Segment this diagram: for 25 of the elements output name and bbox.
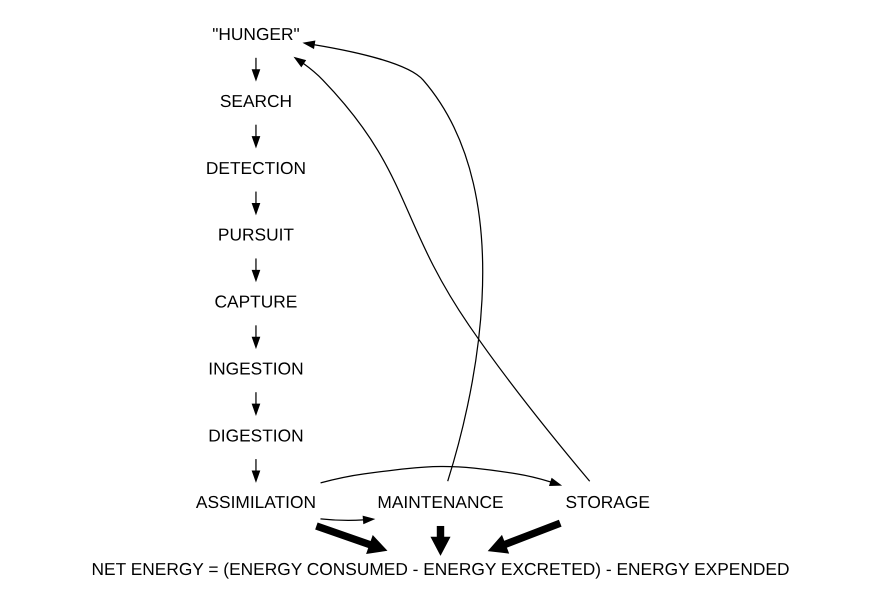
arrow xyxy=(314,522,387,554)
arrow xyxy=(251,459,260,483)
arrow xyxy=(320,466,562,486)
arrow xyxy=(302,40,483,482)
arrow xyxy=(251,192,260,216)
arrow xyxy=(251,124,260,149)
arrow xyxy=(487,520,562,554)
arrow xyxy=(293,56,590,482)
node-text: DETECTION xyxy=(205,158,306,178)
node-text: CAPTURE xyxy=(214,292,297,312)
node-text: MAINTENANCE xyxy=(376,492,504,512)
arrow xyxy=(251,258,260,282)
node-text: STORAGE xyxy=(564,492,650,512)
node-text: "HUNGER" xyxy=(212,24,300,44)
arrow xyxy=(251,58,260,82)
node-text: INGESTION xyxy=(208,358,304,378)
node-text: ASSIMILATION xyxy=(195,492,316,512)
arrow xyxy=(251,392,260,416)
arrow xyxy=(430,526,450,556)
node-text: DIGESTION xyxy=(208,425,304,446)
arrow xyxy=(251,325,260,350)
node-text: SEARCH xyxy=(219,90,292,111)
arrow xyxy=(320,516,375,524)
node-text: PURSUIT xyxy=(217,224,294,245)
node-text: NET ENERGY = (ENERGY CONSUMED - ENERGY EXCRETED) - ENERGY EXPENDED xyxy=(91,559,789,580)
